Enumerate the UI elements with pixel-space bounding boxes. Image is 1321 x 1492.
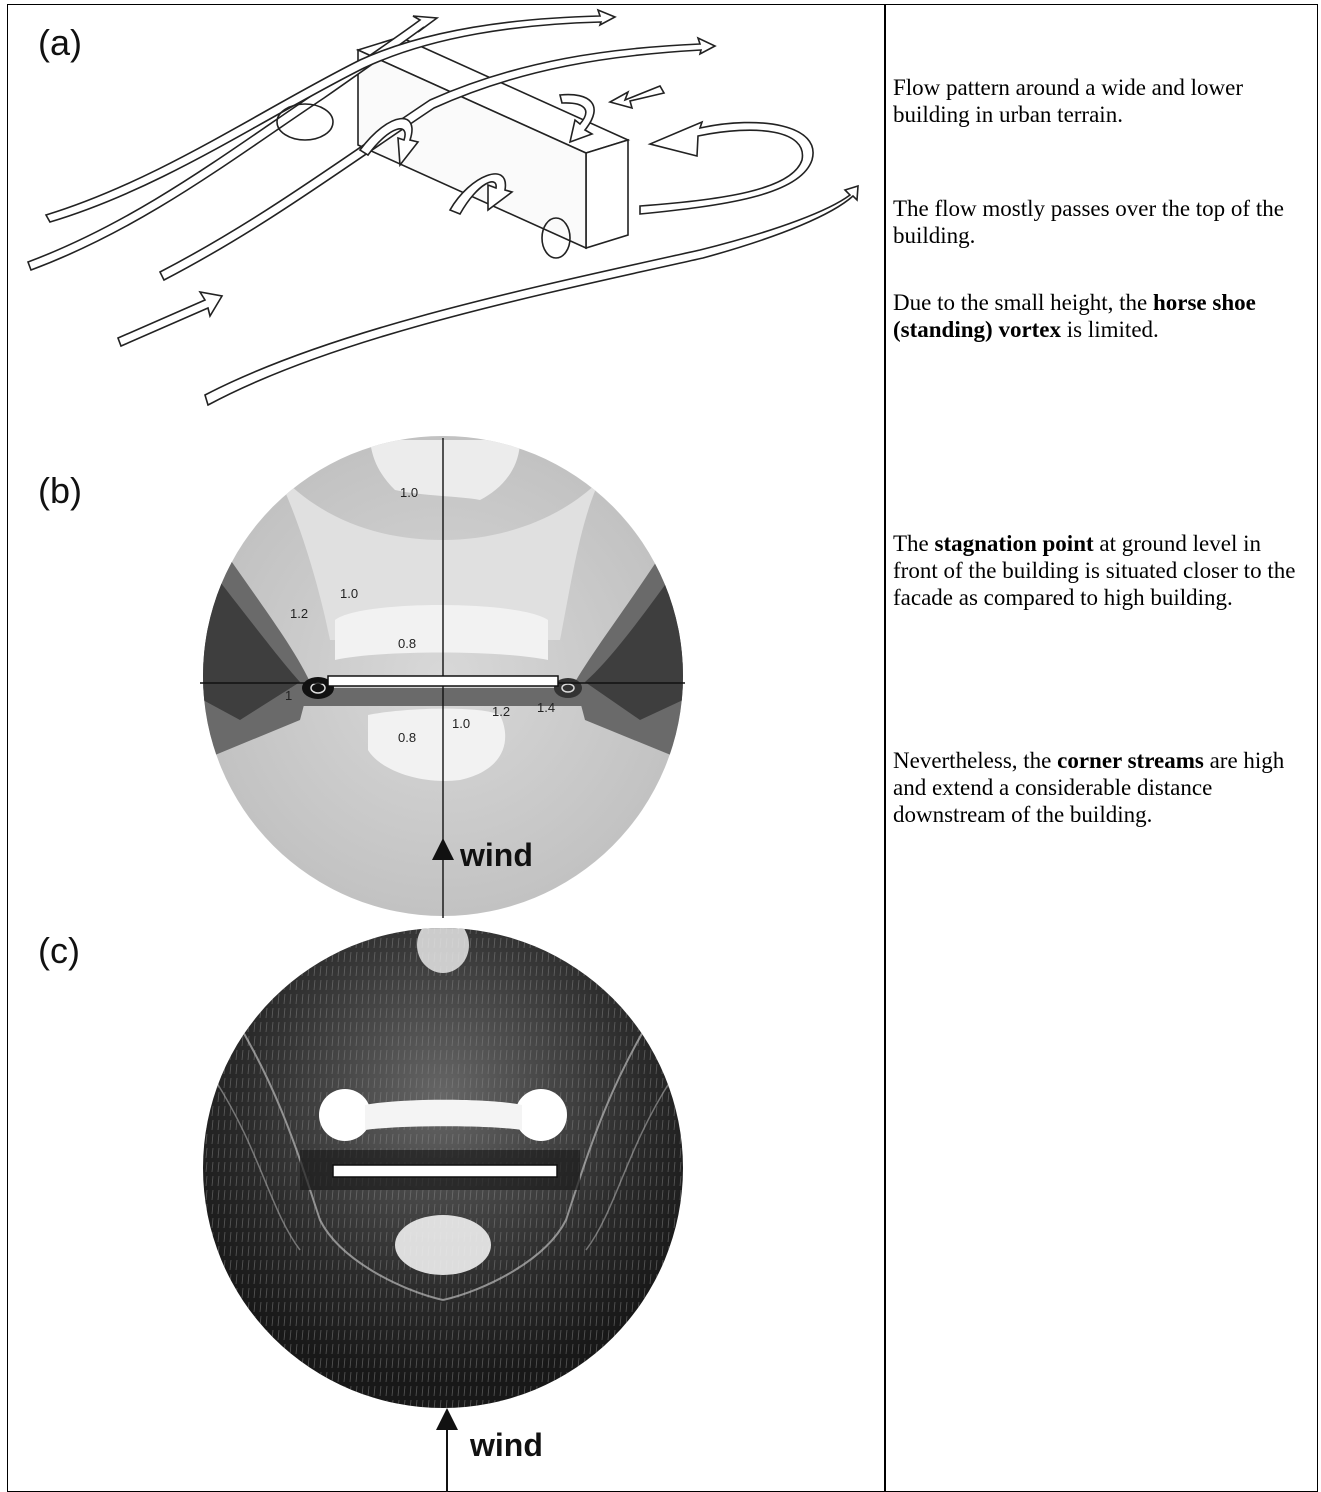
contour-label: 1.4 xyxy=(537,700,555,715)
contour-label: 1.2 xyxy=(290,606,308,621)
flow-arrow xyxy=(610,86,664,108)
description-paragraph: Flow pattern around a wide and lower bui… xyxy=(893,74,1311,128)
column-divider xyxy=(884,4,886,1492)
wind-direction-arrow xyxy=(118,292,222,346)
wind-label: wind xyxy=(469,1427,543,1463)
contour-label: 1.0 xyxy=(340,586,358,601)
figure-c-flow-visualization: wind xyxy=(203,917,683,1492)
separation-bubble xyxy=(319,1089,371,1141)
description-paragraph: Due to the small height, the horse shoe … xyxy=(893,289,1311,343)
contour-region-low xyxy=(335,605,548,660)
figure-b-contour-plot: 1.0 1.0 1.2 0.8 1 0.8 1.0 1.2 1.4 wind xyxy=(200,436,685,918)
wind-arrow-icon xyxy=(436,1408,458,1430)
contour-label: 1.0 xyxy=(400,485,418,500)
contour-label: 1 xyxy=(285,688,292,703)
streamline-ribbon xyxy=(640,122,813,214)
contour-label: 0.8 xyxy=(398,730,416,745)
bright-region xyxy=(395,1215,491,1275)
description-paragraph: The stagnation point at ground level in … xyxy=(893,530,1311,611)
bright-region xyxy=(417,917,469,973)
description-paragraph: The flow mostly passes over the top of t… xyxy=(893,195,1311,249)
building-footprint xyxy=(328,676,558,686)
separation-region xyxy=(365,1100,522,1130)
figure-a-sketch xyxy=(28,10,858,405)
building-footprint xyxy=(333,1165,557,1177)
contour-label: 1.2 xyxy=(492,704,510,719)
building-side xyxy=(586,140,628,248)
figures-canvas: 1.0 1.0 1.2 0.8 1 0.8 1.0 1.2 1.4 wind xyxy=(0,0,884,1492)
separation-bubble xyxy=(515,1089,567,1141)
contour-label: 1.0 xyxy=(452,716,470,731)
description-paragraph: Nevertheless, the corner streams are hig… xyxy=(893,747,1311,828)
emphasis-term: stagnation point xyxy=(935,531,1094,556)
wind-label: wind xyxy=(459,837,533,873)
contour-label: 0.8 xyxy=(398,636,416,651)
emphasis-term: corner streams xyxy=(1057,748,1204,773)
